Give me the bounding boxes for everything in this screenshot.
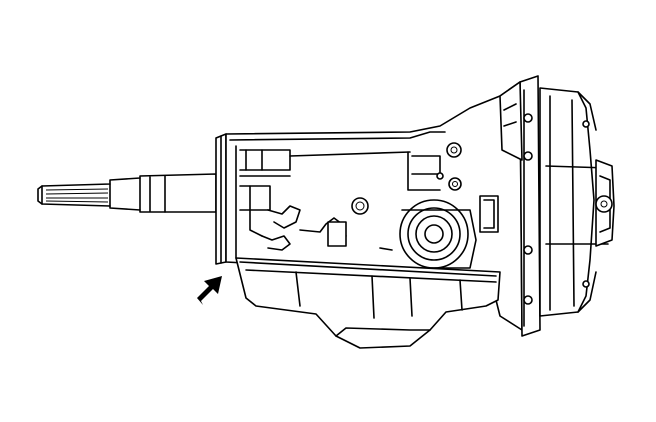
side-fitting (327, 195, 499, 247)
arrow-icon (197, 276, 222, 305)
speed-sensor-housing (399, 199, 477, 269)
bell-housing (499, 75, 541, 337)
torque-converter (539, 87, 615, 317)
output-shaft (37, 173, 217, 213)
case-bolts (351, 142, 462, 215)
rear-plate (215, 133, 227, 265)
oil-pan (235, 257, 501, 349)
